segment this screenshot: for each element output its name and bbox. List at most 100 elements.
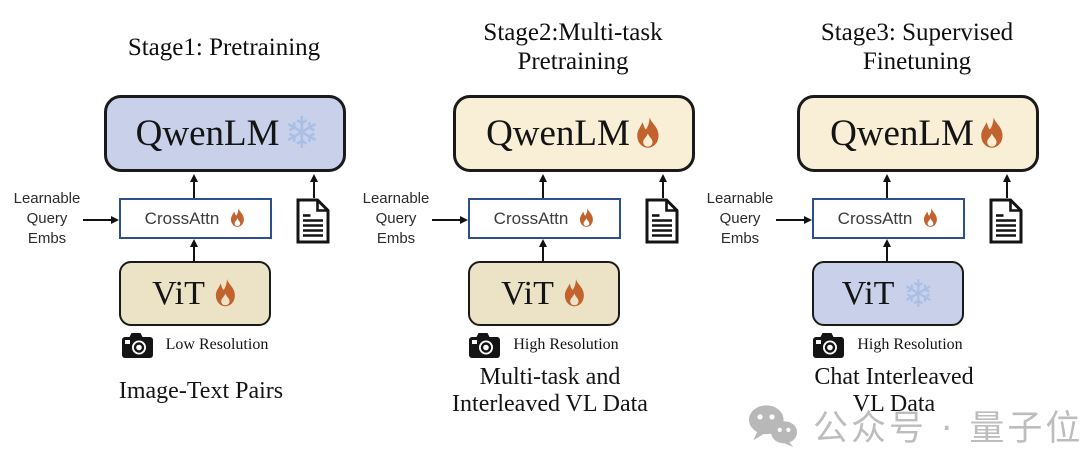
arrowhead <box>189 174 198 182</box>
arrowhead <box>804 215 812 224</box>
wechat-icon <box>748 404 798 447</box>
data-caption: Chat Interleaved VL Data <box>744 364 1044 418</box>
label-line: Learnable <box>362 190 430 207</box>
stage-title-line: Stage3: Supervised <box>820 19 1014 46</box>
text-document-icon <box>645 198 679 244</box>
flame-icon <box>580 208 594 227</box>
lm-state-slot: ❄ <box>284 111 321 156</box>
text-document-icon <box>296 198 330 244</box>
caption-line: Interleaved VL Data <box>452 391 648 417</box>
label-line: Learnable <box>13 190 81 207</box>
camera-icon <box>469 332 501 358</box>
arrowhead <box>189 239 198 247</box>
stage3-panel: Stage3: Supervised Finetuning QwenLM ❄ C… <box>682 0 1080 469</box>
qwenlm-label: QwenLM <box>830 113 974 154</box>
flame-icon <box>215 278 235 306</box>
adapter-state-slot: ❄ <box>578 208 595 229</box>
crossattn-label: CrossAttn <box>493 208 569 228</box>
stage-title-line: Pretraining <box>517 48 629 75</box>
crossattn-label: CrossAttn <box>837 208 913 228</box>
watermark: 公众号 · 量子位 <box>748 400 1080 451</box>
vit-box: ViT ❄ <box>119 261 271 326</box>
resolution-row: Low Resolution <box>45 330 345 360</box>
resolution-label: High Resolution <box>513 336 619 353</box>
stage-title-line: Stage1: Pretraining <box>127 33 321 61</box>
qwenlm-label: QwenLM <box>135 113 280 154</box>
camera-icon <box>121 332 153 358</box>
arrow-query-to-crossattn <box>776 215 812 224</box>
arrowhead <box>1002 174 1011 182</box>
arrow-text-to-qwenlm <box>1002 174 1011 198</box>
stage2-panel: Stage2:Multi-task Pretraining QwenLM ❄ C… <box>338 0 738 469</box>
watermark-text: 公众号 · 量子位 <box>813 409 1080 449</box>
arrow-query-to-crossattn <box>432 215 468 224</box>
stage-title-line: Finetuning <box>862 48 972 75</box>
stage1-panel: Stage1: Pretraining QwenLM ❄ CrossAttn ❄… <box>0 0 389 469</box>
flame-icon <box>564 278 584 306</box>
learnable-query-embs-label: Learnable Query Embs <box>346 189 446 249</box>
arrow-vit-to-crossattn <box>882 239 891 261</box>
arrow-query-to-crossattn <box>83 215 119 224</box>
arrow-crossattn-to-qwenlm <box>538 174 547 198</box>
arrow-vit-to-crossattn <box>538 239 547 261</box>
qwenlm-box: QwenLM ❄ <box>453 95 695 172</box>
qwenlm-box: QwenLM ❄ <box>797 95 1039 172</box>
vit-label: ViT <box>501 274 554 312</box>
adapter-state-slot: ❄ <box>229 208 246 229</box>
vit-state-slot: ❄ <box>562 278 587 309</box>
vit-state-slot: ❄ <box>902 275 934 313</box>
camera-icon <box>813 332 845 358</box>
caption-line: VL Data <box>852 391 936 417</box>
data-caption: Multi-task and Interleaved VL Data <box>400 364 700 418</box>
arrow-text-to-qwenlm <box>658 174 667 198</box>
vit-box: ViT ❄ <box>812 261 964 326</box>
stage1-title: Stage1: Pretraining <box>24 14 424 80</box>
caption-line: Multi-task and <box>479 364 621 390</box>
resolution-row: High Resolution <box>738 330 1038 360</box>
vit-state-slot: ❄ <box>213 278 238 309</box>
label-line: Learnable <box>706 190 774 207</box>
flame-icon <box>924 208 938 227</box>
arrowhead <box>882 174 891 182</box>
arrowhead <box>538 239 547 247</box>
qwenlm-label: QwenLM <box>486 113 630 154</box>
crossattn-label: CrossAttn <box>144 208 220 228</box>
vit-label: ViT <box>152 274 205 312</box>
label-line: Embs <box>720 230 760 247</box>
vit-label: ViT <box>841 274 895 312</box>
data-caption: Image-Text Pairs <box>51 364 351 418</box>
arrowhead <box>882 239 891 247</box>
crossattn-box: CrossAttn ❄ <box>812 198 965 239</box>
arrow-crossattn-to-qwenlm <box>882 174 891 198</box>
arrowhead <box>111 215 119 224</box>
flame-icon <box>231 208 245 227</box>
stage-title-line: Stage2:Multi-task <box>483 19 663 46</box>
label-line: Embs <box>27 230 67 247</box>
crossattn-box: CrossAttn ❄ <box>119 198 272 239</box>
caption-line: Image-Text Pairs <box>118 377 284 404</box>
resolution-label: High Resolution <box>857 336 963 353</box>
arrow-vit-to-crossattn <box>189 239 198 261</box>
stage2-title: Stage2:Multi-task Pretraining <box>373 14 773 80</box>
lm-state-slot: ❄ <box>634 116 662 151</box>
learnable-query-embs-label: Learnable Query Embs <box>690 189 790 249</box>
lm-state-slot: ❄ <box>978 116 1006 151</box>
label-line: Query <box>375 210 417 227</box>
snowflake-icon: ❄ <box>902 271 935 316</box>
flame-icon <box>637 116 659 148</box>
learnable-query-embs-label: Learnable Query Embs <box>0 189 97 249</box>
text-document-icon <box>989 198 1023 244</box>
label-line: Embs <box>376 230 416 247</box>
arrow-text-to-qwenlm <box>309 174 318 198</box>
arrowhead <box>460 215 468 224</box>
arrowhead <box>538 174 547 182</box>
arrow-crossattn-to-qwenlm <box>189 174 198 198</box>
qwenlm-box: QwenLM ❄ <box>104 95 346 172</box>
adapter-state-slot: ❄ <box>922 208 939 229</box>
label-line: Query <box>719 210 761 227</box>
crossattn-box: CrossAttn ❄ <box>468 198 621 239</box>
arrowhead <box>309 174 318 182</box>
resolution-row: High Resolution <box>394 330 694 360</box>
resolution-label: Low Resolution <box>165 336 269 353</box>
